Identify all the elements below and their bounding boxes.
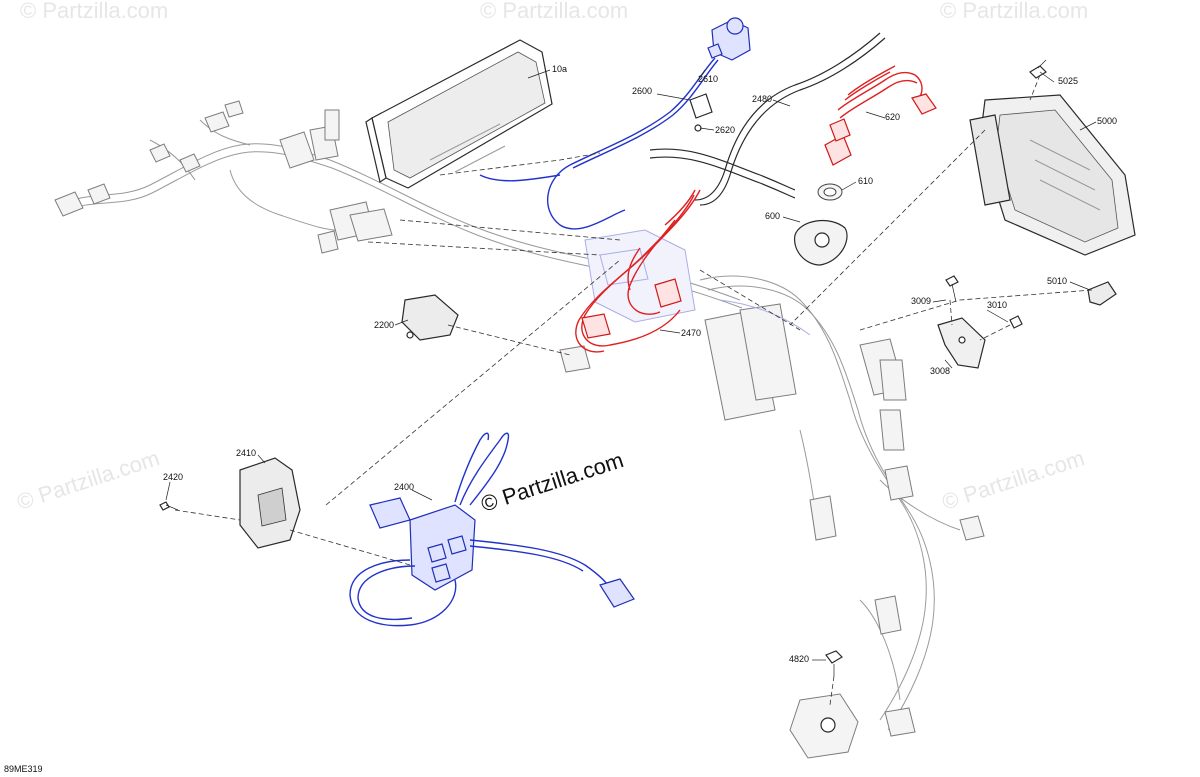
connector-5010 <box>1087 281 1117 306</box>
callout-5010: 5010 <box>1047 276 1067 286</box>
callout-2480: 2480 <box>752 94 772 104</box>
red-harness-2470 <box>575 189 701 353</box>
callout-2600: 2600 <box>632 86 652 96</box>
callout-3010: 3010 <box>987 300 1007 310</box>
watermark-top-right: © Partzilla.com <box>940 0 1088 23</box>
callout-4820: 4820 <box>789 654 809 664</box>
lower-harness <box>559 275 985 759</box>
callout-2410: 2410 <box>236 448 256 458</box>
callout-2610: 2610 <box>698 74 718 84</box>
bolt-5025 <box>1029 59 1047 79</box>
hose-2480 <box>649 32 886 206</box>
dess-post-600 <box>793 220 848 266</box>
leader-lines <box>165 69 1097 661</box>
screw-2420 <box>159 501 179 511</box>
ecm-module-5000 <box>969 94 1136 256</box>
callout-labels: 10a 2600 2610 2620 2480 620 610 600 5025… <box>163 64 1117 664</box>
cover-2410 <box>239 457 301 549</box>
watermark-top-left: © Partzilla.com <box>20 0 168 23</box>
watermark-left: © Partzilla.com <box>14 445 163 515</box>
callout-5025: 5025 <box>1058 76 1078 86</box>
callout-2470: 2470 <box>681 328 701 338</box>
diagram-code: 89ME319 <box>4 764 43 774</box>
watermark-right: © Partzilla.com <box>939 445 1088 515</box>
callout-2420: 2420 <box>163 472 183 482</box>
assembly-lines <box>174 74 1093 706</box>
callout-600: 600 <box>765 211 780 221</box>
callout-10a: 10a <box>552 64 567 74</box>
display-cluster-10a <box>365 39 553 189</box>
callout-5000: 5000 <box>1097 116 1117 126</box>
callout-3009: 3009 <box>911 296 931 306</box>
key-switch-2610 <box>479 17 751 230</box>
callout-2200: 2200 <box>374 320 394 330</box>
tether-cord-620 <box>824 65 937 166</box>
callout-620: 620 <box>885 112 900 122</box>
callout-2400: 2400 <box>394 482 414 492</box>
callout-610: 610 <box>858 176 873 186</box>
nut-4820 <box>825 650 843 676</box>
sensor-2200 <box>401 294 459 341</box>
watermark-center: © Partzilla.com <box>478 447 627 517</box>
callout-3008: 3008 <box>930 366 950 376</box>
callout-2620: 2620 <box>715 125 735 135</box>
ring-610 <box>817 183 843 201</box>
switch-assembly-2400 <box>349 432 635 627</box>
watermark-top-center: © Partzilla.com <box>480 0 628 23</box>
bracket-3008 <box>937 317 986 369</box>
bolt-3009 <box>945 275 959 303</box>
bolt-3010 <box>1009 315 1023 329</box>
